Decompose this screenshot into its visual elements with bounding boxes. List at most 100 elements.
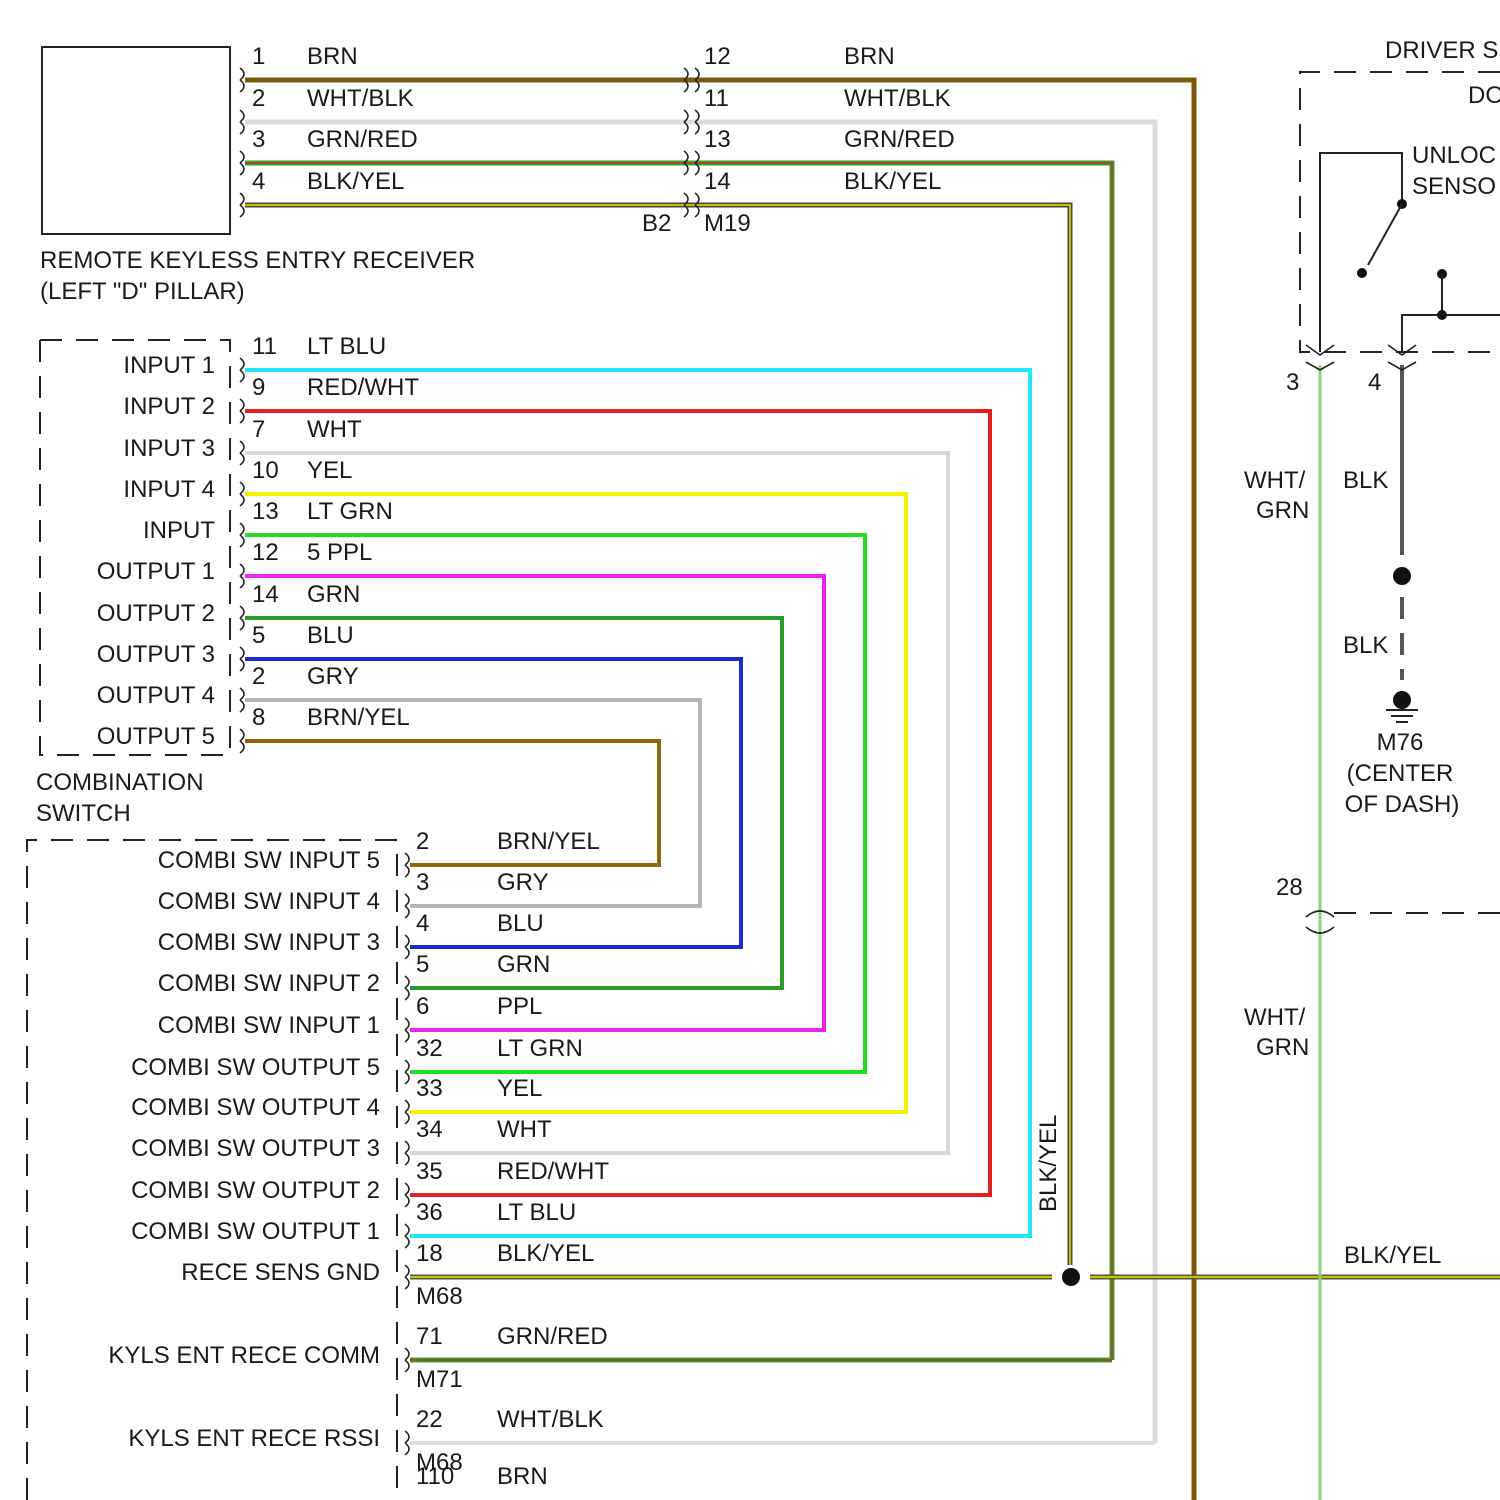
combination-switch-title-2: SWITCH bbox=[36, 800, 131, 827]
rke-connector-mark bbox=[240, 151, 244, 175]
label-layer: REMOTE KEYLESS ENTRY RECEIVER (LEFT "D" P… bbox=[36, 37, 1500, 1490]
combi-pin-number: 11 bbox=[252, 333, 277, 360]
connector-b2-label: B2 bbox=[642, 210, 671, 237]
driver-door-outline bbox=[1300, 72, 1500, 352]
bcm-pin-number: 18 bbox=[416, 1240, 443, 1267]
combi-wire-color-label: BRN/YEL bbox=[307, 704, 410, 731]
combi-pin-number: 2 bbox=[252, 663, 265, 690]
rke-wire-color-label: BLK/YEL bbox=[307, 168, 404, 195]
wht-grn-label-2: GRN bbox=[1256, 497, 1309, 524]
combi-pin-number: 8 bbox=[252, 704, 265, 731]
bcm-wire-color-label: BLK/YEL bbox=[497, 1240, 594, 1267]
unlock-sensor-label: UNLOC bbox=[1412, 142, 1496, 169]
rke-connector-mark bbox=[240, 68, 244, 92]
rke-receiver-box bbox=[42, 47, 230, 234]
bcm-wire-color-label: WHT/BLK bbox=[497, 1406, 604, 1433]
bcm-pin-number: 5 bbox=[416, 951, 429, 978]
ground-location-label: (CENTER bbox=[1347, 760, 1454, 787]
bcm-wire-color-label: LT GRN bbox=[497, 1035, 583, 1062]
combi-connector-mark bbox=[240, 729, 244, 753]
blk-splice-dot bbox=[1393, 567, 1411, 585]
m19-wire-color-label: WHT/BLK bbox=[844, 85, 951, 112]
combi-pin-name: OUTPUT 5 bbox=[97, 723, 215, 750]
combi-pin-name: OUTPUT 2 bbox=[97, 600, 215, 627]
combi-pin-number: 14 bbox=[252, 581, 279, 608]
bcm-connector-mark bbox=[405, 1431, 409, 1455]
combi-pin-name: INPUT 1 bbox=[123, 352, 215, 379]
bcm-wire-color-label: YEL bbox=[497, 1075, 542, 1102]
bcm-wire-color-label: WHT bbox=[497, 1116, 552, 1143]
bcm-connector-mark bbox=[405, 1100, 409, 1124]
combi-connector-mark bbox=[240, 523, 244, 547]
blk-yel-label: BLK/YEL bbox=[1344, 1242, 1441, 1269]
bcm-connector-mark bbox=[405, 1060, 409, 1084]
bcm-pin-name: COMBI SW OUTPUT 5 bbox=[131, 1054, 380, 1081]
combi-connector-mark bbox=[240, 358, 244, 382]
bcm-pin-name: KYLS ENT RECE COMM bbox=[108, 1342, 380, 1369]
bcm-connector-label: M68 bbox=[416, 1283, 463, 1310]
combi-wire-color-label: RED/WHT bbox=[307, 374, 419, 401]
combi-wire-color-label: YEL bbox=[307, 457, 352, 484]
driver-door-subtitle: DO bbox=[1468, 82, 1500, 109]
rke-wire-1 bbox=[245, 80, 1194, 1500]
combi-wire-color-label: GRN bbox=[307, 581, 360, 608]
driver-door-title: DRIVER S bbox=[1385, 37, 1498, 64]
bcm-pin-name: COMBI SW INPUT 2 bbox=[158, 970, 380, 997]
connector-pin-28: 28 bbox=[1276, 874, 1303, 901]
m19-pin-number: 12 bbox=[704, 43, 731, 70]
bcm-pin-number: 3 bbox=[416, 869, 429, 896]
wht-grn-label: WHT/ bbox=[1244, 467, 1306, 494]
ground-m76-label: M76 bbox=[1377, 729, 1424, 756]
bcm-connector-mark bbox=[405, 1348, 409, 1372]
bcm-wire-color-label: LT BLU bbox=[497, 1199, 576, 1226]
bcm-pin-name: COMBI SW INPUT 4 bbox=[158, 888, 380, 915]
bcm-pin-number: 4 bbox=[416, 910, 429, 937]
bcm-pin-number: 33 bbox=[416, 1075, 443, 1102]
rke-receiver-location: (LEFT "D" PILLAR) bbox=[40, 278, 245, 305]
bcm-connector-mark bbox=[405, 1018, 409, 1042]
bcm-pin-name: COMBI SW OUTPUT 4 bbox=[131, 1094, 380, 1121]
rke-pin-number: 1 bbox=[252, 43, 265, 70]
combi-wire-color-label: BLU bbox=[307, 622, 354, 649]
bcm-pin-name: COMBI SW OUTPUT 2 bbox=[131, 1177, 380, 1204]
rke-wire-color-label: GRN/RED bbox=[307, 126, 418, 153]
bcm-pin-number: 6 bbox=[416, 993, 429, 1020]
m19-wire-color-label: BLK/YEL bbox=[844, 168, 941, 195]
combi-pin-number: 12 bbox=[252, 539, 279, 566]
rke-connector-mark bbox=[240, 193, 244, 217]
bcm-pin-number: 35 bbox=[416, 1158, 443, 1185]
sensor-pin-3: 3 bbox=[1286, 369, 1299, 396]
bcm-wire-color-label: GRN/RED bbox=[497, 1323, 608, 1350]
bcm-connector-mark bbox=[405, 894, 409, 918]
bcm-connector-mark bbox=[405, 1265, 409, 1289]
combi-connector-mark bbox=[240, 482, 244, 506]
sensor-pin-4: 4 bbox=[1368, 369, 1381, 396]
combi-pin-name: INPUT 3 bbox=[123, 435, 215, 462]
combi-pin-number: 13 bbox=[252, 498, 279, 525]
wht-grn-label-4: GRN bbox=[1256, 1034, 1309, 1061]
combi-connector-mark bbox=[240, 399, 244, 423]
combination-switch-title: COMBINATION bbox=[36, 769, 204, 796]
bcm-wire-color-label: GRY bbox=[497, 869, 549, 896]
combi-pin-name: INPUT 4 bbox=[123, 476, 215, 503]
bcm-pin-number: 22 bbox=[416, 1406, 443, 1433]
blk-yel-vertical-label: BLK/YEL bbox=[1035, 1115, 1062, 1212]
sensor-lead-3 bbox=[1402, 315, 1500, 352]
combi-wire-color-label: 5 PPL bbox=[307, 539, 372, 566]
bcm-connector-mark bbox=[405, 853, 409, 877]
combi-pin-name: INPUT bbox=[143, 517, 215, 544]
sensor-switch-lead bbox=[1320, 153, 1402, 352]
combi-pin-number: 10 bbox=[252, 457, 279, 484]
bcm-pin-name: COMBI SW INPUT 3 bbox=[158, 929, 380, 956]
combi-wire-color-label: GRY bbox=[307, 663, 359, 690]
m19-pin-number: 11 bbox=[704, 85, 729, 112]
combi-connector-mark bbox=[240, 441, 244, 465]
bcm-pin-name: COMBI SW INPUT 1 bbox=[158, 1012, 380, 1039]
rke-pin-number: 4 bbox=[252, 168, 265, 195]
rke-receiver-title: REMOTE KEYLESS ENTRY RECEIVER bbox=[40, 247, 475, 274]
bcm-wire-color-label: PPL bbox=[497, 993, 542, 1020]
rke-pin-number: 3 bbox=[252, 126, 265, 153]
combi-connector-mark bbox=[240, 688, 244, 712]
combi-connector-mark bbox=[240, 564, 244, 588]
